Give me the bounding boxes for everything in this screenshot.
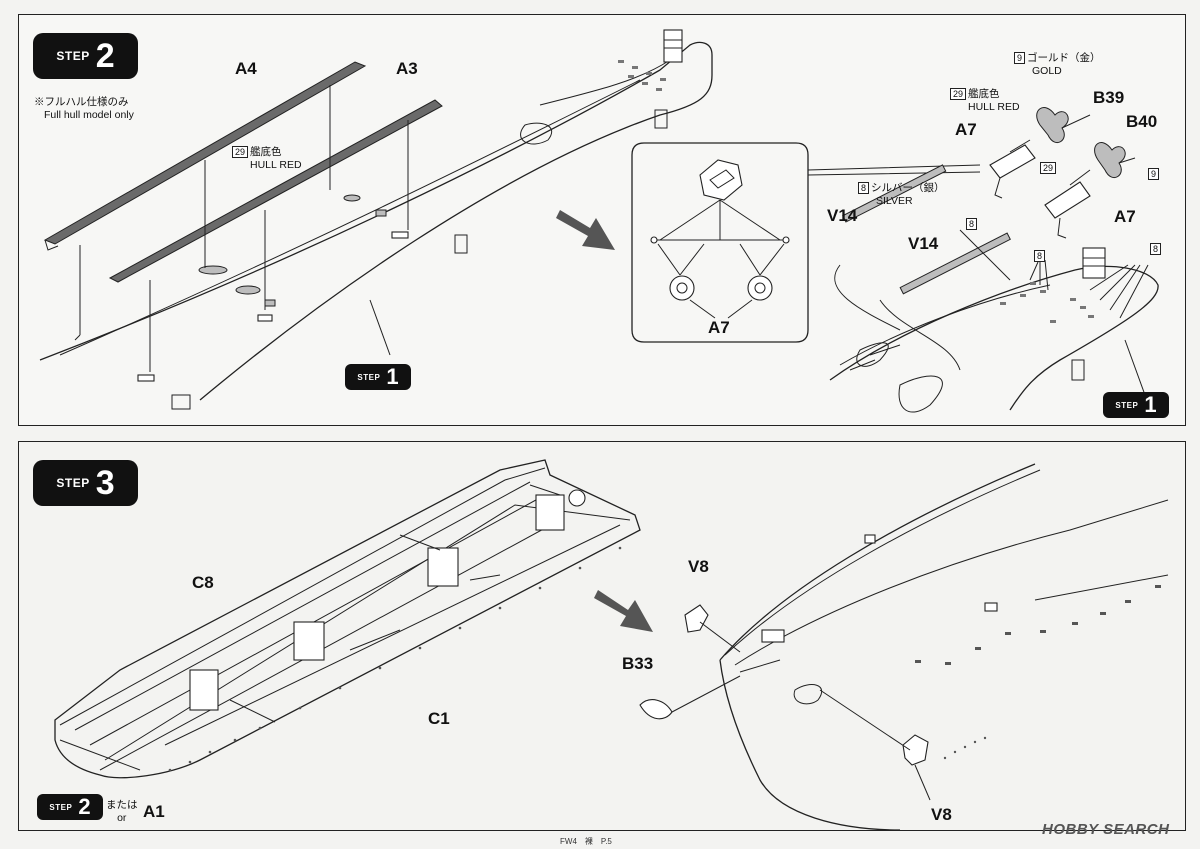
step1-reference-badge: STEP 1 bbox=[345, 364, 411, 390]
paint-name-en: SILVER bbox=[876, 195, 913, 207]
step2-panel bbox=[18, 14, 1186, 426]
paint-code-box: 9 bbox=[1148, 168, 1160, 180]
step3-hull-drawing bbox=[54, 459, 641, 779]
full-hull-note: ※フルハル仕様のみ Full hull model only bbox=[34, 96, 134, 122]
or-note-en: or bbox=[117, 812, 127, 824]
paint-code-8-c: 8 bbox=[1150, 243, 1163, 256]
part-a1-label: A1 bbox=[143, 802, 165, 821]
paint-name-jp: 艦底色 bbox=[250, 146, 282, 158]
paint-code-8-b: 8 bbox=[1034, 250, 1047, 263]
part-v8-label-bottom: V8 bbox=[931, 805, 952, 824]
or-note: または or bbox=[106, 799, 138, 825]
step1-badge-number: 1 bbox=[1144, 392, 1157, 417]
paint-code-box: 8 bbox=[1034, 250, 1046, 262]
page-footer: FW4 裸 P.5 bbox=[560, 837, 612, 846]
part-v14-label-b: V14 bbox=[908, 234, 939, 253]
paint-name-en: GOLD bbox=[1032, 65, 1062, 77]
paint-code-29-small: 29 bbox=[1040, 162, 1058, 175]
part-a7-inset-label: A7 bbox=[708, 318, 730, 337]
full-hull-note-en: Full hull model only bbox=[44, 109, 134, 121]
step3-badge: STEP 3 bbox=[33, 460, 138, 506]
step2-badge-word: STEP bbox=[56, 49, 90, 63]
step2-badge-number: 2 bbox=[78, 794, 91, 819]
part-b40-label: B40 bbox=[1126, 112, 1158, 131]
step2-badge-number: 2 bbox=[95, 37, 115, 75]
step2-badge-word: STEP bbox=[49, 802, 73, 812]
or-note-jp: または bbox=[106, 799, 138, 811]
paint-code-box: 29 bbox=[1040, 162, 1057, 174]
paint-code-8-a: 8 bbox=[966, 218, 979, 231]
step2-hull-drawing bbox=[39, 29, 713, 410]
step2-stern-drawing bbox=[829, 107, 1159, 413]
a7-detail-inset bbox=[631, 142, 981, 343]
paint-code-box: 8 bbox=[1150, 243, 1162, 255]
part-c1-label: C1 bbox=[428, 709, 450, 728]
paint-name-jp: ゴールド（金） bbox=[1027, 52, 1101, 64]
part-v14-label-a: V14 bbox=[827, 206, 858, 225]
paint-code-box: 29 bbox=[232, 146, 249, 158]
paint-code-9-small: 9 bbox=[1148, 168, 1161, 181]
step1-badge-word: STEP bbox=[1115, 400, 1139, 410]
step2-reference-badge: STEP 2 bbox=[37, 794, 103, 820]
direction-arrow-step2 bbox=[556, 210, 615, 250]
step1-reference-badge-right: STEP 1 bbox=[1103, 392, 1169, 418]
paint-code-box: 8 bbox=[858, 182, 870, 194]
part-b33-label: B33 bbox=[622, 654, 654, 673]
part-b39-label: B39 bbox=[1093, 88, 1125, 107]
part-a7-label-mid: A7 bbox=[1114, 207, 1136, 226]
paint-code-box: 8 bbox=[966, 218, 978, 230]
paint-code-box: 29 bbox=[950, 88, 967, 100]
direction-arrow-step3 bbox=[594, 590, 653, 632]
paint-name-jp: 艦底色 bbox=[968, 88, 1000, 100]
step3-bow-drawing bbox=[639, 463, 1169, 831]
full-hull-note-jp: ※フルハル仕様のみ bbox=[34, 96, 129, 108]
part-a4-label: A4 bbox=[235, 59, 257, 78]
paint-name-en: HULL RED bbox=[250, 159, 302, 171]
paint-code-box: 9 bbox=[1014, 52, 1026, 64]
step3-badge-number: 3 bbox=[95, 464, 115, 502]
part-a3-label: A3 bbox=[396, 59, 418, 78]
step1-badge-number: 1 bbox=[386, 364, 399, 389]
step1-badge-word: STEP bbox=[357, 372, 381, 382]
hobby-search-watermark: HOBBY SEARCH bbox=[1042, 821, 1170, 838]
paint-name-en: HULL RED bbox=[968, 101, 1020, 113]
part-v8-label-top: V8 bbox=[688, 557, 709, 576]
paint-name-jp: シルバー（銀） bbox=[871, 182, 945, 194]
step3-badge-word: STEP bbox=[56, 476, 90, 490]
part-c8-label: C8 bbox=[192, 573, 214, 592]
step2-badge: STEP 2 bbox=[33, 33, 138, 79]
part-a7-label-top: A7 bbox=[955, 120, 977, 139]
step3-panel bbox=[18, 441, 1186, 831]
